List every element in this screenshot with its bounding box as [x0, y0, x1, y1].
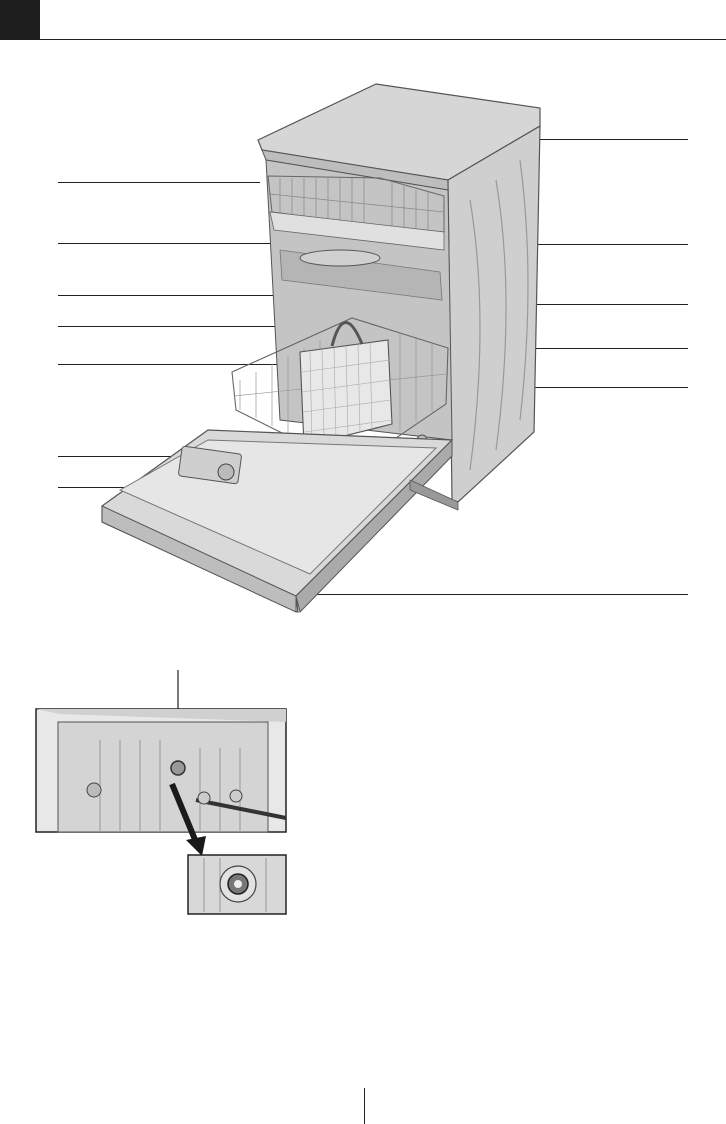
callout-left-6: [58, 456, 200, 457]
section-marker-block: [0, 0, 40, 40]
callout-left-1: [58, 182, 260, 183]
callout-right-1: [480, 139, 688, 140]
callout-right-3: [436, 304, 688, 305]
header-rule: [40, 39, 726, 40]
callout-left-5: [58, 364, 336, 365]
callout-left-3: [58, 295, 376, 296]
callout-right-5: [398, 387, 688, 388]
callout-right-6: [298, 594, 688, 595]
callout-right-4: [404, 348, 688, 349]
callout-right-2: [406, 244, 688, 245]
callout-left-2: [58, 243, 270, 244]
callout-left-4: [58, 326, 348, 327]
page-divider: [364, 1088, 365, 1124]
